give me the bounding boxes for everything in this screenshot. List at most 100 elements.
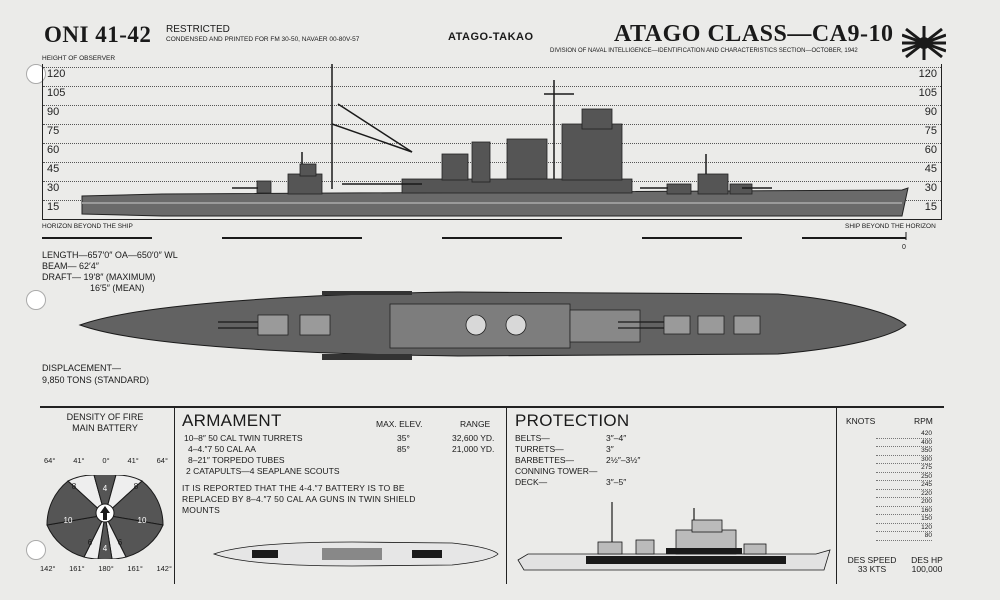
gridline (43, 86, 941, 87)
rpm-value: 80 (876, 532, 932, 541)
displacement-value: 9,850 TONS (STANDARD) (42, 375, 150, 385)
gridline (43, 67, 941, 68)
rpm-header: RPM (914, 416, 933, 426)
armament-row-text: 8–21″ TORPEDO TUBES (188, 455, 285, 465)
ship-side-profile (81, 64, 909, 217)
beam-value: BEAM— 62′4″ (42, 261, 99, 271)
ship-plan-view (78, 291, 907, 360)
degree-label: 41° (73, 456, 85, 465)
height-tick-left: 15 (47, 201, 60, 213)
draft-value: DRAFT— 19′8″ (MAXIMUM) (42, 272, 156, 282)
ship-names: ATAGO-TAKAO (448, 31, 534, 43)
draft-mean-value: 16′5″ (MEAN) (90, 283, 145, 293)
degree-label: 142° (156, 564, 172, 573)
restricted-notice: RESTRICTED CONDENSED AND PRINTED FOR FM … (166, 25, 359, 45)
baseline (43, 219, 941, 220)
range-zero-label: 0 (902, 244, 906, 251)
punch-hole (26, 540, 46, 560)
knots-header: KNOTS (846, 416, 876, 426)
sector-value: 4 (103, 484, 108, 493)
armament-row-elev: 85° (397, 444, 410, 454)
degree-label: 0° (102, 456, 110, 465)
range-bars (42, 232, 907, 240)
protection-value: 2½″–3½″ (606, 455, 641, 465)
sector-value: 6 (118, 538, 123, 547)
displacement: DISPLACEMENT— 9,850 TONS (STANDARD) (42, 362, 149, 386)
height-tick-left: 60 (47, 144, 60, 156)
degree-label: 161° (127, 564, 143, 573)
protection-label: TURRETS— (515, 444, 564, 454)
ship-dimensions: LENGTH—657′0″ OA—650′0″ WL BEAM— 62′4″ D… (42, 250, 178, 294)
panel-divider (506, 408, 507, 584)
rising-sun-flag-icon (902, 26, 946, 60)
print-notice: CONDENSED AND PRINTED FOR FM 30-50, NAVA… (166, 36, 360, 43)
protection-title: PROTECTION (515, 411, 630, 430)
top-degrees: 64° 41° 0° 41° 64° (44, 456, 168, 465)
sector-value: 8 (72, 482, 77, 491)
des-hp-value: 100,000 (911, 564, 943, 574)
protection-value: 3″ (606, 444, 614, 454)
protection-value: 3″–5″ (606, 477, 627, 487)
rpm-value: 245 (876, 481, 932, 490)
height-tick-right: 105 (918, 87, 937, 99)
rpm-value: 200 (876, 498, 932, 507)
armament-row-elev: 35° (397, 433, 410, 443)
rpm-value: 150 (876, 515, 932, 524)
height-tick-left: 30 (47, 182, 60, 194)
horizon-beyond-label: HORIZON BEYOND THE SHIP (42, 223, 133, 230)
restricted-label: RESTRICTED (166, 24, 230, 35)
armament-plan-view (212, 541, 499, 567)
protection-label: BELTS— (515, 433, 550, 443)
des-speed-value: 33 KTS (857, 564, 887, 574)
gridline (43, 162, 941, 163)
rpm-value: 120 (876, 524, 932, 532)
ship-beyond-label: SHIP BEYOND THE HORIZON (845, 223, 936, 230)
height-tick-left: 90 (47, 106, 60, 118)
height-tick-right: 120 (918, 68, 937, 80)
section-divider (40, 406, 944, 408)
density-title-line2: MAIN BATTERY (72, 423, 138, 433)
range-header: RANGE (460, 419, 491, 429)
rpm-value: 300 (876, 456, 932, 464)
density-of-fire-diagram: 8 4 8 10 10 6 4 6 (46, 475, 164, 559)
rpm-value: 400 (876, 439, 932, 447)
document-id: ONI 41-42 (44, 22, 152, 47)
density-title-line1: DENSITY OF FIRE (66, 412, 144, 422)
sector-value: 4 (103, 544, 108, 553)
sector-value: 10 (64, 516, 73, 525)
length-value: LENGTH—657′0″ OA—650′0″ WL (42, 250, 178, 260)
rpm-value: 250 (876, 473, 932, 481)
panel-divider (836, 408, 837, 584)
punch-hole (26, 64, 46, 84)
des-speed-label: DES SPEED (847, 555, 897, 565)
rpm-value: 220 (876, 490, 932, 498)
degree-label: 64° (156, 456, 168, 465)
rpm-value: 420 (876, 430, 932, 439)
degree-label: 161° (69, 564, 85, 573)
degree-label: 64° (44, 456, 56, 465)
density-of-fire-title: DENSITY OF FIRE MAIN BATTERY (40, 412, 170, 434)
gridline (43, 143, 941, 144)
armament-row-text: 10–8″ 50 CAL TWIN TURRETS (184, 433, 303, 443)
design-speed: DES SPEED 33 KTS (842, 556, 902, 574)
height-tick-left: 75 (47, 125, 60, 137)
degree-label: 180° (98, 564, 114, 573)
height-tick-right: 75 (924, 125, 937, 137)
armor-profile-silhouette (517, 502, 831, 571)
displacement-label: DISPLACEMENT— (42, 363, 122, 373)
height-tick-right: 45 (924, 163, 937, 175)
rpm-value: 275 (876, 464, 932, 473)
gridline (43, 105, 941, 106)
protection-label: CONNING TOWER— (515, 466, 598, 476)
des-hp-label: DES HP (911, 555, 943, 565)
gridline (43, 124, 941, 125)
design-horsepower: DES HP 100,000 (900, 556, 954, 574)
sector-value: 8 (134, 482, 139, 491)
height-tick-left: 120 (47, 68, 66, 80)
armament-note: IT IS REPORTED THAT THE 4-4.″7 BATTERY I… (182, 483, 416, 515)
protection-label: BARBETTES— (515, 455, 575, 465)
division-line: DIVISION OF NAVAL INTELLIGENCE—IDENTIFIC… (550, 48, 858, 54)
panel-divider (174, 408, 175, 584)
height-of-observer-label: HEIGHT OF OBSERVER (42, 55, 116, 62)
armament-row-range: 32,600 YD. (452, 433, 495, 443)
